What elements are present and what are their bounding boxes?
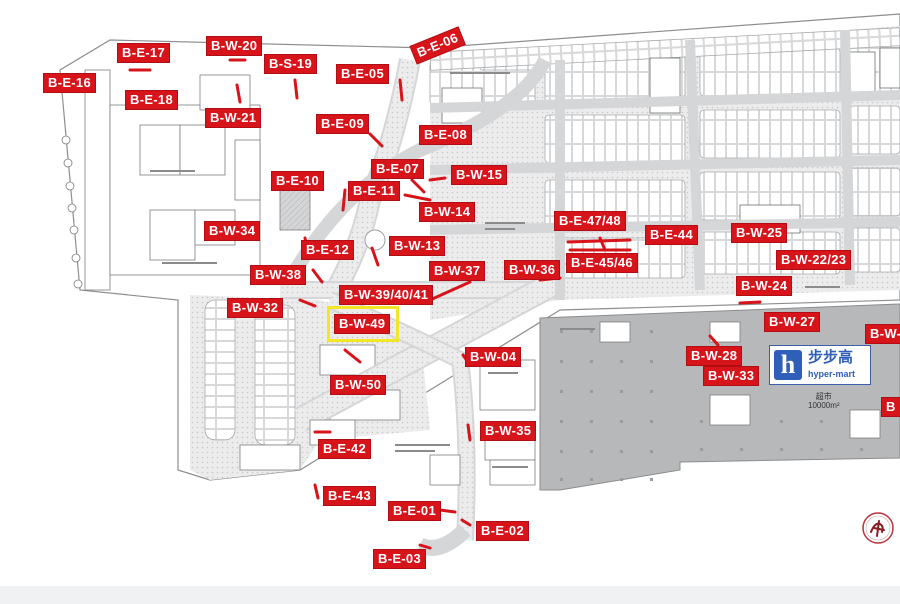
label-b-e-03[interactable]: B-E-03 — [374, 550, 425, 568]
label-b-e-47-48[interactable]: B-E-47/48 — [555, 212, 625, 230]
label-b-w-4-partial[interactable]: B-W-4 — [866, 325, 900, 343]
hypermart-logo-icon[interactable]: h 步步高 hyper-mart — [769, 345, 871, 385]
store-area-label: 超市 — [815, 392, 832, 401]
label-b-w-22-23[interactable]: B-W-22/23 — [777, 251, 851, 269]
entrance-markers — [128, 58, 767, 550]
label-b-w-28[interactable]: B-W-28 — [687, 347, 742, 365]
label-b-e-12[interactable]: B-E-12 — [302, 241, 353, 259]
label-b-e-17[interactable]: B-E-17 — [118, 44, 169, 62]
label-b-w-33[interactable]: B-W-33 — [704, 367, 759, 385]
label-b-w-49-highlighted[interactable]: B-W-49 — [335, 315, 390, 333]
label-b-e-07[interactable]: B-E-07 — [372, 160, 423, 178]
left-building — [84, 69, 311, 291]
label-b-w-04[interactable]: B-W-04 — [466, 348, 521, 366]
viewer-footer-bar — [0, 586, 900, 604]
store-area-note: 超市 10000m² — [808, 392, 840, 410]
store-name-cn: 步步高 — [808, 348, 854, 366]
label-b-e-45-46[interactable]: B-E-45/46 — [567, 254, 637, 272]
label-b-w-38[interactable]: B-W-38 — [251, 266, 306, 284]
label-b-w-37[interactable]: B-W-37 — [430, 262, 485, 280]
highlight-box — [327, 306, 399, 342]
label-b-w-24[interactable]: B-W-24 — [737, 277, 792, 295]
label-b-e-18[interactable]: B-E-18 — [126, 91, 177, 109]
label-b-e-09[interactable]: B-E-09 — [317, 115, 368, 133]
label-b-s-19[interactable]: B-S-19 — [265, 55, 316, 73]
label-b-w-32[interactable]: B-W-32 — [228, 299, 283, 317]
label-b-w-13[interactable]: B-W-13 — [390, 237, 445, 255]
label-b-e-16[interactable]: B-E-16 — [44, 74, 95, 92]
label-b-e-02[interactable]: B-E-02 — [477, 522, 528, 540]
label-b-w-39-40-41[interactable]: B-W-39/40/41 — [340, 286, 433, 304]
label-b-w-21[interactable]: B-W-21 — [206, 109, 261, 127]
grid-axis-markers — [61, 135, 83, 289]
calligraphy-seal-icon — [862, 512, 894, 544]
label-b-w-34[interactable]: B-W-34 — [205, 222, 260, 240]
roundabout — [364, 229, 386, 251]
hypermarket-cores — [599, 321, 881, 439]
label-b-e-44[interactable]: B-E-44 — [646, 226, 697, 244]
label-b-e-10[interactable]: B-E-10 — [272, 172, 323, 190]
label-b-e-43[interactable]: B-E-43 — [324, 487, 375, 505]
plan-annotations — [150, 72, 840, 468]
parking-floor-plan — [59, 13, 900, 556]
label-b-w-15[interactable]: B-W-15 — [452, 166, 507, 184]
store-name-en: hyper-mart — [808, 369, 856, 379]
logo-letter: h — [774, 350, 802, 380]
hypermarket-columns — [560, 330, 863, 481]
label-b-e-11[interactable]: B-E-11 — [349, 182, 400, 200]
label-b-e-42[interactable]: B-E-42 — [319, 440, 370, 458]
label-b-e-01[interactable]: B-E-01 — [389, 502, 440, 520]
label-b-w-36[interactable]: B-W-36 — [505, 261, 560, 279]
label-b-w-20[interactable]: B-W-20 — [207, 37, 262, 55]
label-b-w-27[interactable]: B-W-27 — [765, 313, 820, 331]
label-b-w-25[interactable]: B-W-25 — [732, 224, 787, 242]
label-b-w-50[interactable]: B-W-50 — [331, 376, 386, 394]
store-area-value: 10000m² — [808, 401, 840, 410]
label-b-partial[interactable]: B — [882, 398, 900, 416]
label-b-e-05[interactable]: B-E-05 — [337, 65, 388, 83]
label-b-w-14[interactable]: B-W-14 — [420, 203, 475, 221]
lower-rooms — [309, 359, 536, 486]
label-b-w-35[interactable]: B-W-35 — [481, 422, 536, 440]
label-b-e-08[interactable]: B-E-08 — [420, 126, 471, 144]
